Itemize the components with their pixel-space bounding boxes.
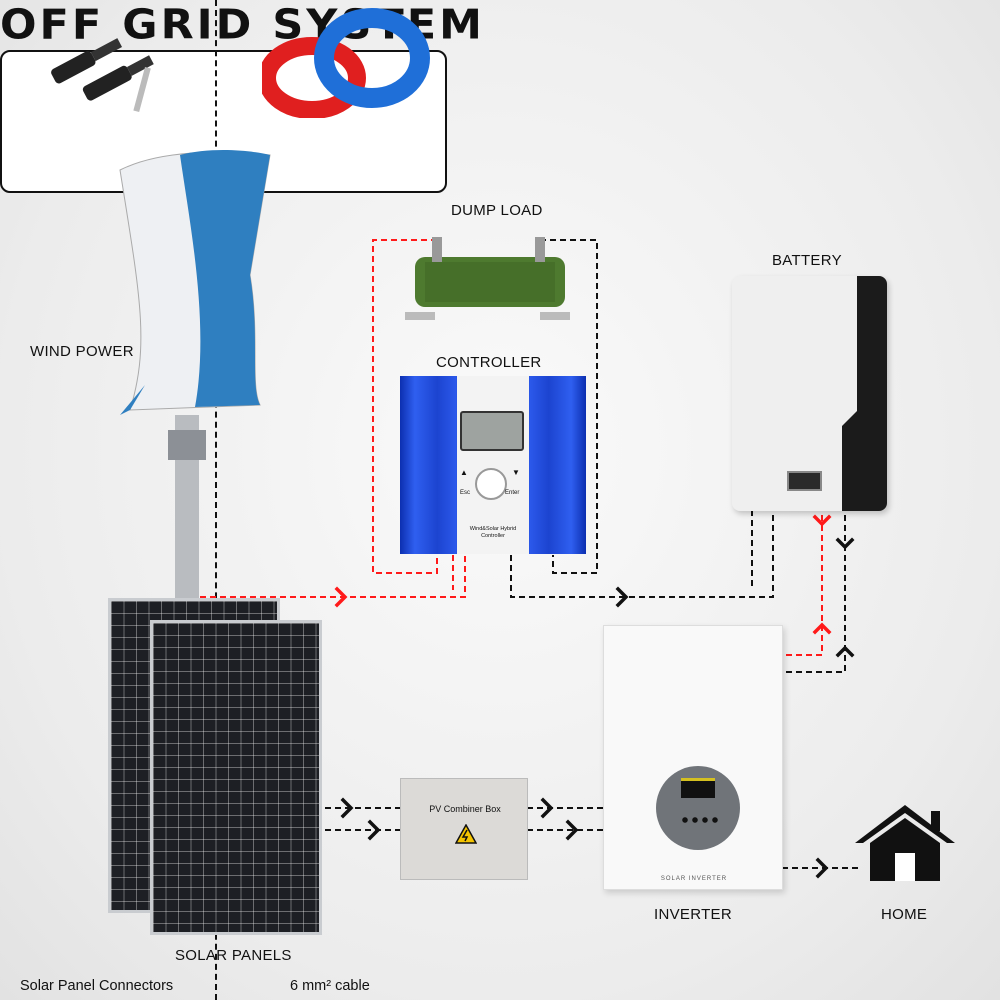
cable-image <box>262 8 430 118</box>
arrow-icon <box>334 586 348 608</box>
controller-ok-button[interactable] <box>475 468 507 500</box>
battery-device <box>732 276 887 511</box>
inverter-device: SOLAR INVERTER <box>603 625 783 890</box>
arrow-icon <box>835 645 855 658</box>
connectors-label: Solar Panel Connectors <box>20 978 174 994</box>
battery-label: BATTERY <box>772 252 842 269</box>
solar-panel-front <box>150 620 322 935</box>
dumpload-red-wire <box>372 239 438 574</box>
battery-inverter-black-wire <box>782 515 846 673</box>
dump-load-label: DUMP LOAD <box>451 202 543 219</box>
arrow-icon <box>812 622 832 635</box>
combiner-label: PV Combiner Box <box>429 804 501 814</box>
battery-display <box>787 471 822 491</box>
home-icon <box>855 805 955 881</box>
wind-to-controller-wire <box>200 555 466 598</box>
solar-connectors-image <box>51 38 154 113</box>
arrow-icon <box>812 514 832 527</box>
controller-lcd <box>460 411 524 451</box>
warning-icon <box>455 824 477 844</box>
wind-turbine-image <box>119 150 271 605</box>
controller-caption: Wind&Solar Hybrid <box>469 526 517 532</box>
arrow-icon <box>615 586 629 608</box>
pv-combiner-box: PV Combiner Box <box>400 778 528 880</box>
inverter-display <box>681 778 715 798</box>
up-button[interactable]: ▲ <box>460 468 468 477</box>
arrow-icon <box>540 797 579 841</box>
home-label: HOME <box>881 906 928 923</box>
cable-label: 6 mm² cable <box>290 978 370 994</box>
divider <box>215 0 217 1000</box>
controller-caption-2: Controller <box>481 533 505 539</box>
enter-button[interactable]: Enter <box>505 490 520 496</box>
arrow-icon <box>815 857 829 879</box>
controller-to-battery-wire <box>510 510 774 598</box>
inverter-buttons[interactable] <box>680 816 720 824</box>
esc-button[interactable]: Esc <box>460 490 471 496</box>
arrow-icon <box>835 537 855 550</box>
dumpload-black-wire <box>540 239 598 574</box>
inverter-panel <box>656 766 740 850</box>
down-button[interactable]: ▼ <box>512 468 520 477</box>
inverter-label: INVERTER <box>654 906 732 923</box>
accessories-box: Solar Panel Connectors 6 mm² cable <box>0 0 447 1000</box>
battery-inverter-red-wire <box>782 515 823 656</box>
controller-label: CONTROLLER <box>436 354 542 371</box>
wind-power-label: WIND POWER <box>30 343 134 360</box>
inverter-brand: SOLAR INVERTER <box>660 876 728 882</box>
dump-load-resistor-image <box>405 237 570 320</box>
solar-panels-label: SOLAR PANELS <box>175 947 292 964</box>
arrow-icon <box>340 797 381 841</box>
